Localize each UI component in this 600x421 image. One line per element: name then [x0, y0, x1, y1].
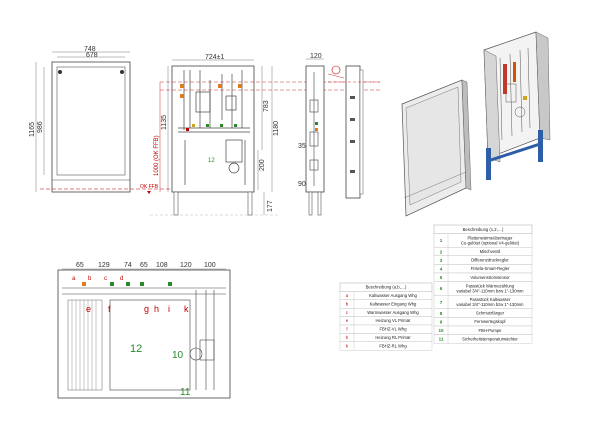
- open-dim-177: 177: [267, 200, 274, 212]
- side-depth: 120: [310, 53, 322, 60]
- open-height-783: 783: [263, 100, 270, 112]
- open-height-1135: 1135: [161, 115, 168, 130]
- legend-numbers-key: 3: [440, 258, 443, 263]
- level-arrow-icon: [147, 191, 151, 194]
- bottom-dim-5: 108: [156, 262, 168, 269]
- bottom-letter-c: c: [104, 276, 107, 282]
- bottom-dim-4: 65: [140, 262, 148, 269]
- legend-numbers-key: 9: [440, 320, 443, 325]
- legend-numbers-key: 5: [440, 275, 443, 280]
- legend-letters-text: Warmwasser Ausgang Whg: [367, 310, 419, 315]
- legend-numbers-header: Beschreibung (1,2,…): [463, 227, 504, 232]
- iso-view-open: [483, 31, 551, 180]
- legend-numbers-text: FBH-Pumpe: [478, 328, 502, 333]
- open-view-label-12: 12: [208, 158, 215, 164]
- iso-view-closed: [401, 79, 472, 217]
- legend-numbers-text: Fernwertegskopf: [474, 319, 506, 324]
- legend-letters-key: b: [346, 301, 349, 306]
- legend-numbers-text: variabel 3/4"-110mm bzw 1"-130mm: [456, 288, 524, 293]
- legend-numbers-key: 11: [439, 337, 444, 342]
- legend-letters-text: FBHZ-RL Whg: [379, 343, 407, 348]
- front-width-inner: 678: [86, 52, 98, 59]
- legend-letters-key: h: [346, 335, 349, 340]
- front-height-inner: 986: [37, 121, 44, 133]
- legend-letters-text: Kaltwasser Eingang Whg: [370, 301, 417, 306]
- bottom-num-10: 10: [172, 350, 184, 361]
- bottom-dim-7: 100: [204, 262, 216, 269]
- legend-numbers-text: Passstück Kaltwasser: [470, 297, 511, 302]
- bottom-num-11: 11: [180, 387, 191, 398]
- legend-letters-key: e: [346, 318, 349, 323]
- bottom-dim-2: 129: [98, 262, 110, 269]
- open-width: 724±1: [205, 54, 225, 61]
- legend-numbers-text: Schmutzfänger: [476, 311, 505, 316]
- legend-numbers-key: 7: [440, 300, 443, 305]
- front-width-outer: 748: [84, 46, 96, 53]
- legend-letters-key: f: [346, 327, 348, 332]
- open-height-1180: 1180: [273, 121, 280, 136]
- open-dim-200: 200: [259, 159, 266, 171]
- legend-letters-text: Heizung VL Primär: [376, 318, 412, 323]
- side-view-left: 120 35 90: [298, 53, 325, 216]
- legend-numbers-table: Beschreibung (1,2,…) 1 Plattenwärmeübertra…: [433, 224, 533, 344]
- legend-numbers-text: Passstück Wärmezählung: [466, 283, 515, 288]
- legend-letters-text: Kaltwasser Ausgang Whg: [369, 293, 417, 298]
- ce-mark-icon: [331, 65, 341, 75]
- bottom-dim-1: 65: [76, 262, 84, 269]
- legend-numbers-key: 4: [440, 267, 443, 272]
- bottom-letter-k: k: [184, 304, 189, 314]
- legend-numbers-text: Frisela-Smart-Regler: [471, 266, 510, 271]
- legend-letters-key: c: [346, 310, 349, 315]
- open-height-ffb: 1000 (OK FFB): [154, 135, 160, 176]
- legend-numbers-key: 8: [440, 311, 443, 316]
- bottom-letter-d: d: [120, 276, 123, 282]
- front-height-outer: 1165: [29, 122, 36, 137]
- mounting-leg-left: [486, 148, 491, 180]
- bottom-letter-h: h: [154, 304, 159, 314]
- legend-numbers-text: Sicherheitstemperaturwächter: [462, 336, 518, 341]
- open-view: 12 724±1 1000 (OK FFB) 1135 783 1180 200…: [150, 54, 380, 216]
- legend-numbers-text: Mischventil: [480, 249, 501, 254]
- front-view: 748 678 1165 986 OK FFB: [29, 46, 170, 194]
- legend-numbers-key: 1: [440, 238, 443, 243]
- legend-letters-text: Heizung RL Primär: [375, 335, 411, 340]
- bottom-letter-e: e: [86, 304, 91, 314]
- mounting-leg-right: [538, 130, 543, 162]
- legend-letters-key: a: [346, 293, 349, 298]
- bottom-letter-f: f: [108, 304, 111, 314]
- legend-numbers-key: 6: [440, 286, 443, 291]
- legend-numbers-key: 10: [438, 328, 444, 333]
- bottom-letter-i: i: [168, 304, 170, 314]
- legend-numbers-text: variabel 3/4"-110mm bzw 1"-130mm: [456, 302, 524, 307]
- legend-letters-header: Beschreibung (a,b,…): [366, 285, 407, 290]
- bottom-letter-g: g: [144, 304, 149, 314]
- legend-numbers-key: 2: [440, 249, 443, 254]
- bottom-dim-6: 120: [180, 262, 192, 269]
- bottom-dim-3: 74: [124, 262, 132, 269]
- legend-letters-table: Beschreibung (a,b,…) a Kaltwasser Ausgang …: [339, 282, 433, 351]
- legend-letters-text: FBHZ-VL Whg: [379, 327, 407, 332]
- legend-numbers-text: Plattenwärmeübertrager: [468, 235, 514, 240]
- side-dim-90: 90: [298, 181, 306, 188]
- legend-letters-key: k: [346, 343, 349, 348]
- bottom-num-12: 12: [130, 343, 142, 355]
- side-dim-35: 35: [298, 143, 306, 150]
- legend-numbers-text: Cu-gelötet (optional V4-gelötet): [461, 240, 520, 245]
- bottom-letter-a: a: [72, 276, 76, 282]
- ok-ffb-label: OK FFB: [140, 184, 159, 190]
- legend-numbers-text: Volumenstromsensor: [470, 275, 510, 280]
- legend-numbers-text: Differenzdruckregler: [471, 258, 509, 263]
- side-view-right: [327, 65, 380, 199]
- bottom-letter-b: b: [88, 276, 92, 282]
- bottom-view: 65 129 74 65 108 120 100 a b c d e f g h…: [57, 262, 231, 399]
